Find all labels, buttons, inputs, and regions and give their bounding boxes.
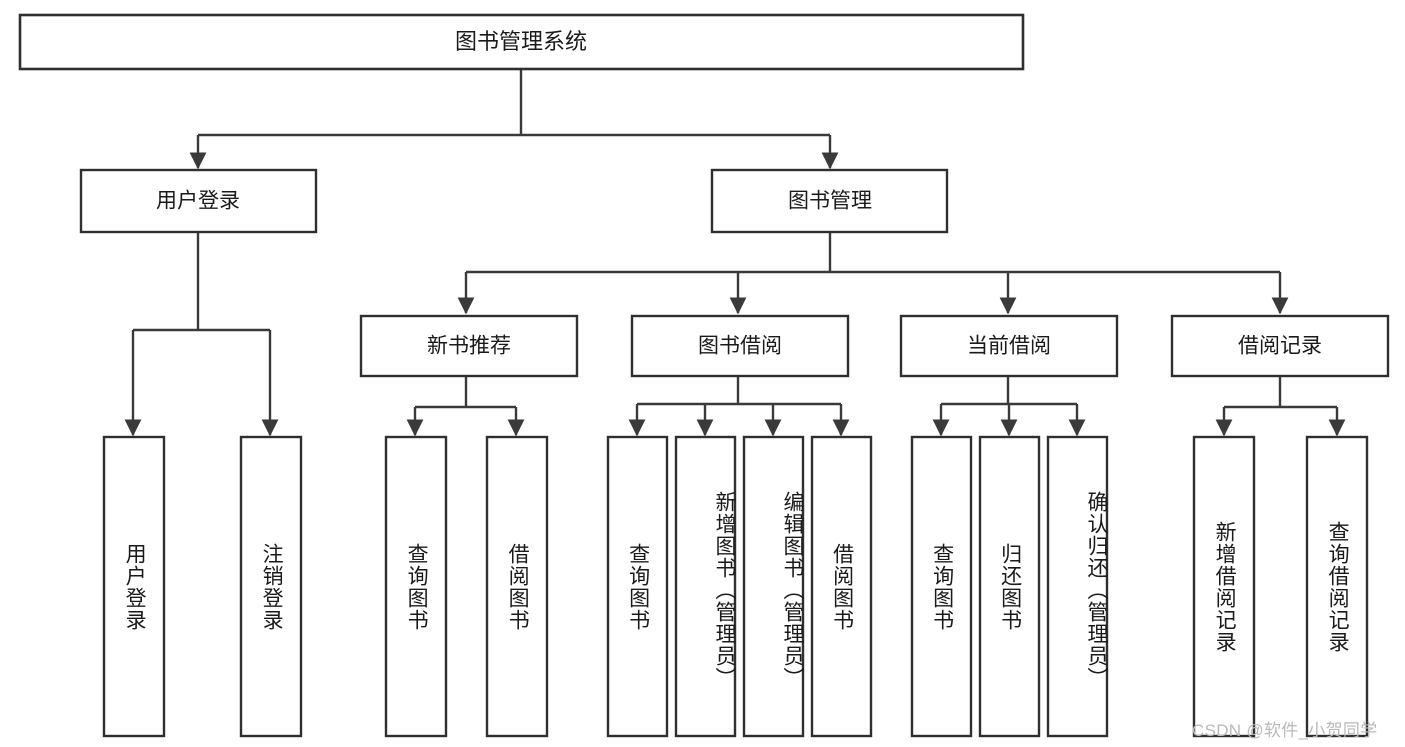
leaf-box-current-borrow-1[interactable]: [978, 435, 1041, 738]
node-book-borrow-label: 图书借阅: [698, 335, 782, 358]
leaf-box-borrow-record-1[interactable]: [1305, 435, 1369, 738]
node-root-box[interactable]: [18, 13, 1025, 71]
leaf-box-new-book-0[interactable]: [384, 435, 448, 738]
node-new-book-recommend-box[interactable]: [359, 314, 579, 378]
leaf-boxes-new-book: [384, 435, 549, 738]
node-user-login-label: 用户登录: [156, 190, 240, 213]
node-new-book-recommend[interactable]: 新书推荐: [359, 314, 579, 378]
node-book-borrow-box[interactable]: [630, 314, 850, 378]
leaf-box-book-borrow-3[interactable]: [810, 435, 873, 738]
leaf-box-current-borrow-2[interactable]: [1046, 435, 1109, 738]
leaf-boxes-current-borrow: [910, 435, 1109, 738]
node-current-borrow-label: 当前借阅: [967, 335, 1051, 358]
edge-group-book-borrow: [628, 376, 850, 437]
edge-group-current-borrow: [932, 376, 1086, 437]
edge-group-book-mgmt: [457, 233, 1289, 315]
leaf-boxes-book-borrow: [606, 435, 873, 738]
edge-group-user-login: [124, 233, 279, 437]
edge-group-root: [189, 69, 839, 170]
node-current-borrow-box[interactable]: [899, 314, 1119, 378]
node-book-mgmt-label: 图书管理: [788, 190, 872, 213]
leaf-boxes-borrow-record: [1192, 435, 1369, 738]
leaf-box-current-borrow-0[interactable]: [910, 435, 973, 738]
node-root-label: 图书管理系统: [455, 29, 587, 54]
node-borrow-record[interactable]: 借阅记录: [1170, 314, 1390, 378]
leaf-box-user-login-1[interactable]: [239, 435, 303, 738]
leaf-box-book-borrow-1[interactable]: [674, 435, 737, 738]
node-user-login-box[interactable]: [79, 168, 318, 234]
node-book-borrow[interactable]: 图书借阅: [630, 314, 850, 378]
csdn-watermark: CSDN @软件_小贺同学: [1192, 721, 1378, 740]
node-borrow-record-box[interactable]: [1170, 314, 1390, 378]
node-root[interactable]: 图书管理系统: [18, 13, 1025, 71]
leaf-box-user-login-0[interactable]: [102, 435, 166, 738]
leaf-box-book-borrow-0[interactable]: [606, 435, 669, 738]
edge-group-borrow-record: [1215, 376, 1346, 437]
edge-group-new-book: [406, 376, 525, 437]
node-book-mgmt-box[interactable]: [710, 168, 949, 234]
node-book-mgmt[interactable]: 图书管理: [710, 168, 949, 234]
node-user-login[interactable]: 用户登录: [79, 168, 318, 234]
node-borrow-record-label: 借阅记录: [1238, 335, 1322, 358]
leaf-box-borrow-record-0[interactable]: [1192, 435, 1256, 738]
leaf-box-book-borrow-2[interactable]: [742, 435, 805, 738]
node-current-borrow[interactable]: 当前借阅: [899, 314, 1119, 378]
leaf-boxes-user-login: [102, 435, 303, 738]
node-new-book-recommend-label: 新书推荐: [427, 335, 511, 358]
leaf-box-new-book-1[interactable]: [485, 435, 549, 738]
